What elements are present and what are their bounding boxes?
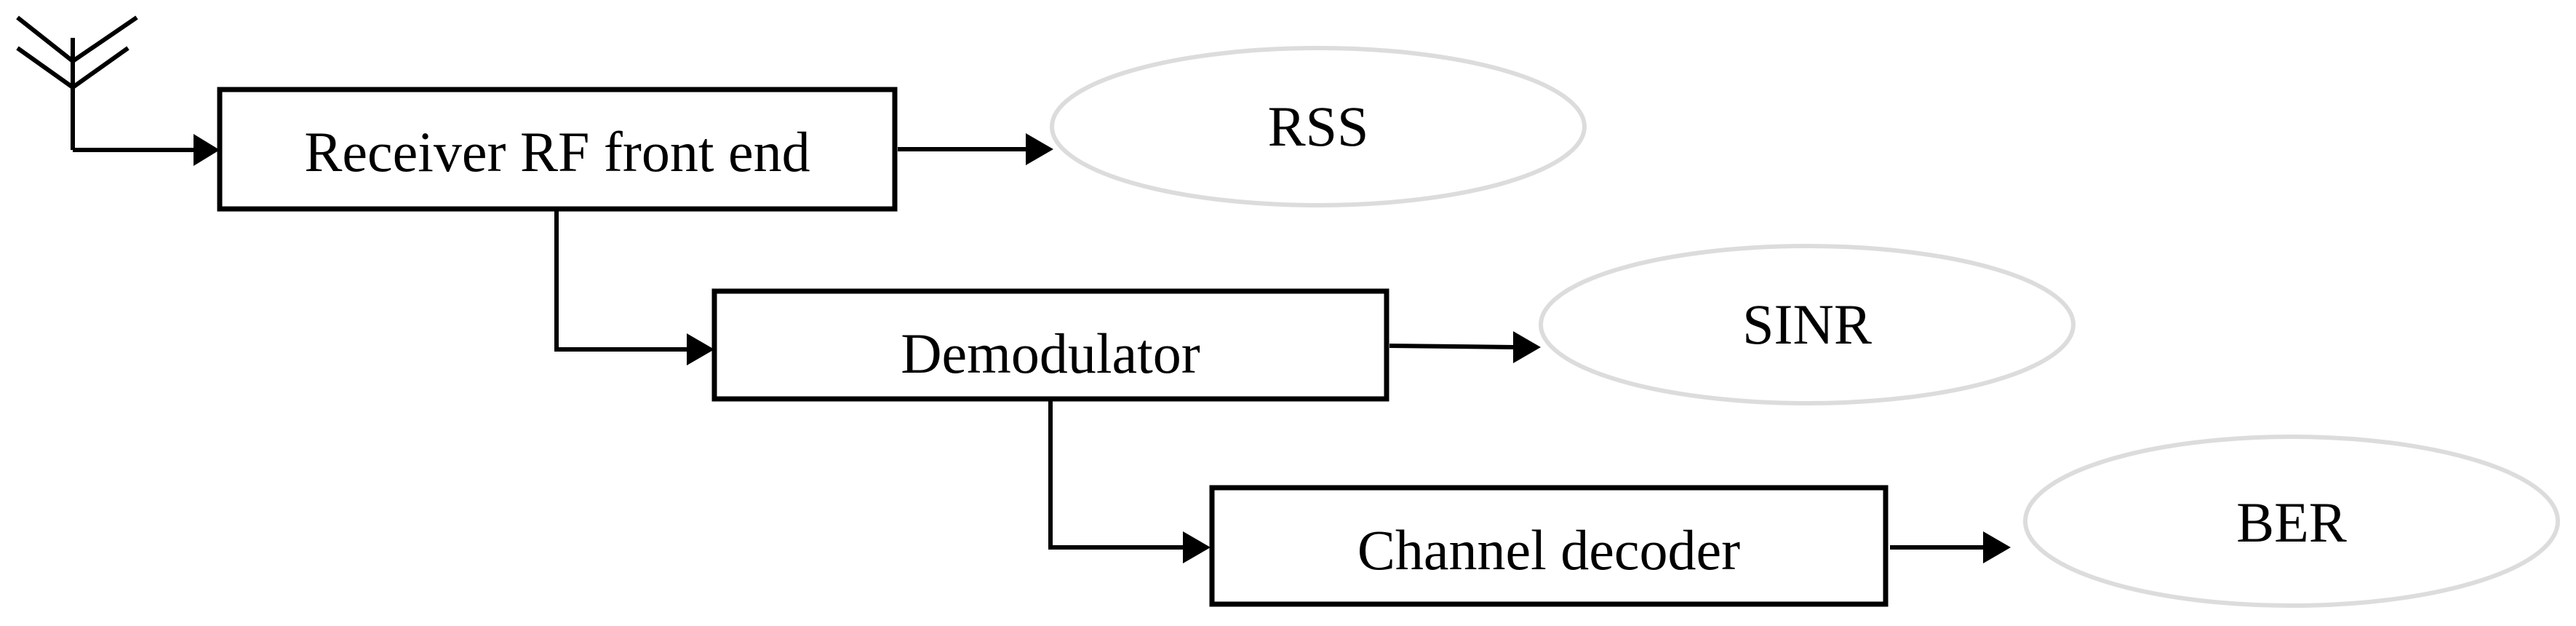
demodulator-label: Demodulator — [901, 322, 1200, 385]
ber-output: BER — [2023, 435, 2560, 608]
antenna-icon — [16, 15, 138, 150]
demodulator-to-decoder-arrow — [1048, 399, 1211, 563]
rss-label: RSS — [1268, 95, 1369, 158]
decoder-to-ber-arrow — [1890, 531, 2011, 563]
rf-to-rss-arrow — [898, 133, 1053, 165]
demodulator-to-sinr-arrow — [1389, 331, 1541, 363]
sinr-output: SINR — [1539, 244, 2075, 405]
rss-output: RSS — [1050, 46, 1587, 207]
sinr-label: SINR — [1742, 293, 1872, 356]
channel-decoder-block: Channel decoder — [1209, 485, 1889, 607]
antenna-to-rf-arrow — [73, 134, 220, 166]
rf-to-demodulator-arrow — [554, 209, 714, 365]
rf-front-end-label: Receiver RF front end — [304, 120, 810, 183]
demodulator-block: Demodulator — [711, 288, 1389, 402]
channel-decoder-label: Channel decoder — [1357, 518, 1740, 582]
rf-front-end-block: Receiver RF front end — [217, 87, 898, 212]
ber-label: BER — [2236, 491, 2347, 554]
